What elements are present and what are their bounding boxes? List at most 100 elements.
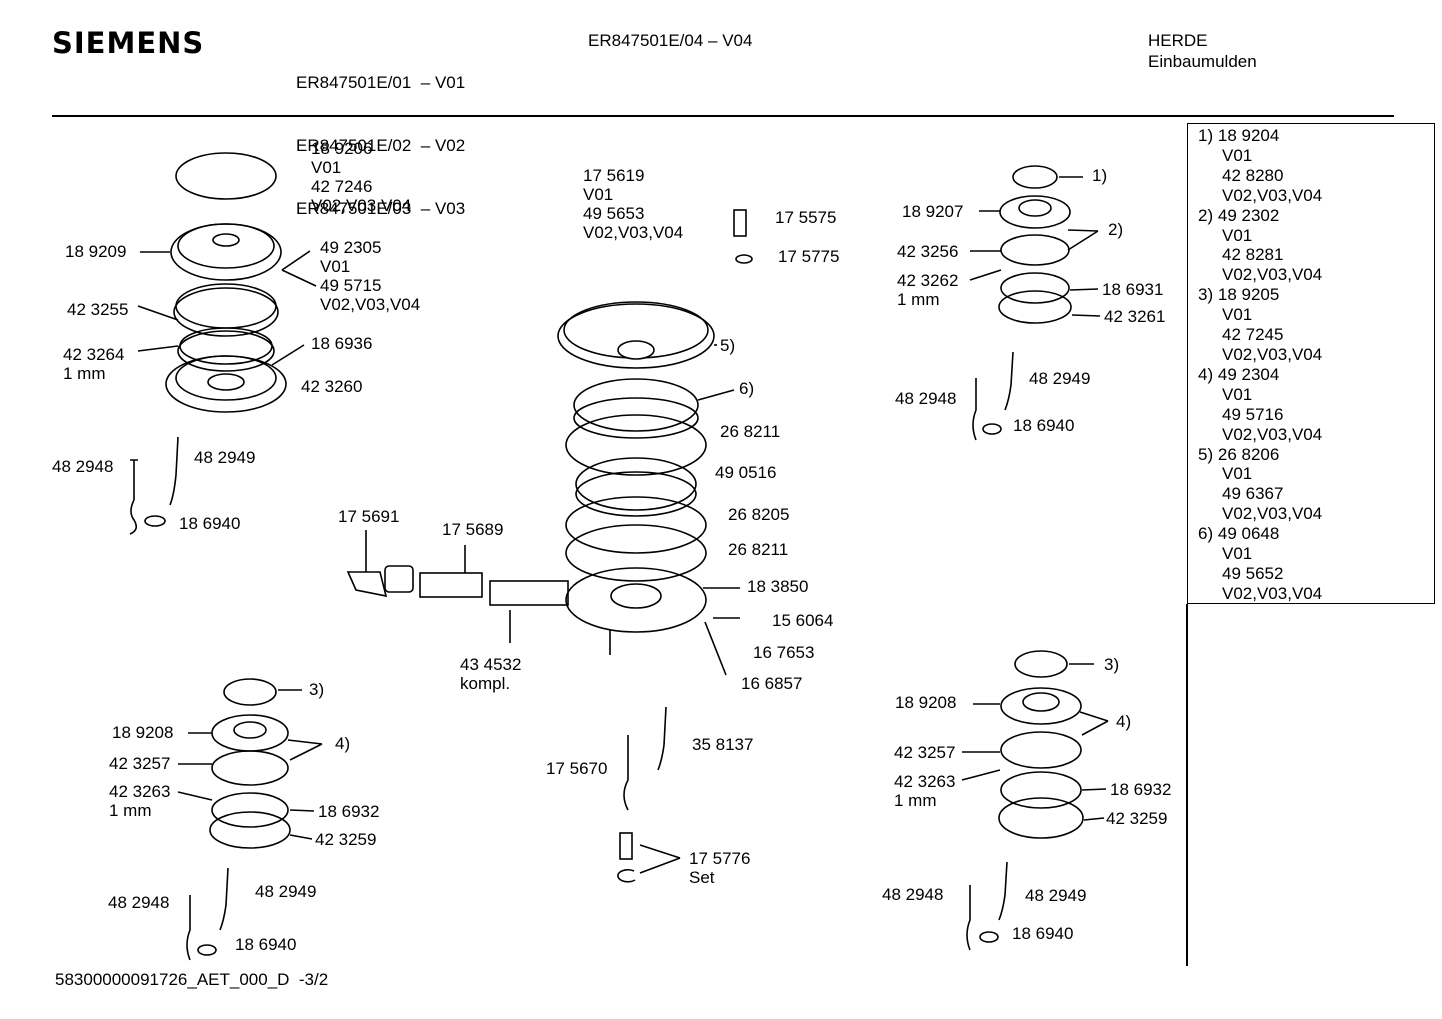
callout-label: 18 6932 bbox=[1110, 780, 1172, 799]
callout-label: 48 2949 bbox=[1029, 369, 1091, 388]
callout-label: 48 2949 bbox=[194, 448, 256, 467]
burner-top-right bbox=[969, 165, 1101, 441]
thermocouple-icon bbox=[129, 459, 138, 535]
callout-label: 18 6940 bbox=[235, 935, 297, 954]
callout-label: 26 8211 bbox=[728, 540, 789, 559]
legend-text: 18 9204 bbox=[1217, 126, 1280, 145]
circlip-icon bbox=[617, 868, 636, 883]
callout-label: 17 5670 bbox=[546, 759, 608, 778]
injector-tube-icon bbox=[419, 572, 483, 598]
callout-label: 17 5619 V01 49 5653 V02,V03,V04 bbox=[583, 166, 684, 242]
spark-electrode-icon bbox=[219, 867, 229, 931]
callout-label: 4) bbox=[1116, 712, 1132, 731]
callout-label: 43 4532 kompl. bbox=[460, 655, 522, 693]
model-line: ER847501E/01 – V01 bbox=[296, 72, 465, 93]
legend-line: 6) 49 0648 bbox=[1198, 524, 1322, 544]
thermocouple-icon bbox=[966, 885, 971, 951]
legend-number: 3) bbox=[1198, 285, 1214, 305]
callout-label: 1) bbox=[1092, 166, 1108, 185]
model-code: ER847501E/02 bbox=[296, 136, 412, 155]
callout-label: 18 9208 bbox=[895, 693, 957, 712]
model-version: – V01 bbox=[420, 73, 466, 92]
screw-icon bbox=[733, 209, 747, 237]
callout-label: 18 6932 bbox=[318, 802, 380, 821]
sealing-ring-icon bbox=[173, 287, 279, 337]
washer-icon bbox=[197, 944, 217, 956]
callout-label: 42 3261 bbox=[1104, 307, 1166, 326]
model-col2: ER847501E/04 – V04 bbox=[588, 31, 753, 50]
callout-label: 5) bbox=[720, 336, 736, 355]
callout-label: 42 3256 bbox=[897, 242, 959, 261]
legend-line: 3) 18 9205 bbox=[1198, 285, 1322, 305]
callout-label: 18 6931 bbox=[1102, 280, 1164, 299]
callout-label: 18 6936 bbox=[311, 334, 373, 353]
sealing-ring-icon bbox=[211, 792, 289, 828]
callout-label: 17 5775 bbox=[778, 247, 840, 266]
legend-line: 42 8280 bbox=[1222, 165, 1284, 185]
legend-number: 1) bbox=[1198, 126, 1214, 145]
callout-label: 18 6940 bbox=[1013, 416, 1075, 435]
legend-line: V01 bbox=[1222, 305, 1253, 325]
burner-center bbox=[346, 209, 753, 883]
cap-icon bbox=[557, 303, 715, 369]
model-code: ER847501E/03 bbox=[296, 199, 412, 218]
legend-line: V01 bbox=[1222, 464, 1253, 484]
legend-line: V02,V03,V04 bbox=[1222, 265, 1323, 285]
gas-pipe-icon bbox=[489, 580, 569, 606]
subcategory: Einbaumulden bbox=[1148, 52, 1257, 71]
legend-line: V02,V03,V04 bbox=[1222, 583, 1323, 603]
model-code: ER847501E/01 bbox=[296, 73, 412, 92]
legend-divider bbox=[1186, 604, 1188, 966]
burner-cap-icon bbox=[1012, 165, 1058, 189]
spark-electrode-icon bbox=[998, 861, 1008, 921]
callout-label: 48 2948 bbox=[108, 893, 170, 912]
sealing-ring-icon bbox=[1000, 272, 1070, 304]
burner-base-icon bbox=[209, 811, 291, 849]
legend-line: V01 bbox=[1222, 225, 1253, 245]
callout-label: 26 8205 bbox=[728, 505, 790, 524]
sealing-ring-icon bbox=[211, 750, 289, 786]
callout-label: 4) bbox=[335, 734, 351, 753]
legend-text: 26 8206 bbox=[1217, 444, 1280, 464]
washer-icon bbox=[982, 423, 1002, 435]
burner-cap-icon bbox=[223, 678, 277, 706]
page-number: -3/2 bbox=[298, 970, 329, 989]
callout-label: 35 8137 bbox=[692, 735, 754, 754]
legend-text: 49 2302 bbox=[1217, 205, 1280, 225]
burner-top-left bbox=[129, 152, 317, 535]
model-line: ER847501E/02 – V02 bbox=[296, 135, 465, 156]
callout-label: 26 8211 bbox=[720, 422, 781, 441]
legend-line: V02,V03,V04 bbox=[1222, 504, 1323, 524]
callout-label: 2) bbox=[1108, 220, 1124, 239]
legend-line: V01 bbox=[1222, 544, 1253, 564]
model-version: – V03 bbox=[420, 199, 466, 218]
legend-line: 4) 49 2304 bbox=[1198, 365, 1322, 385]
callout-label: 17 5776 Set bbox=[689, 849, 751, 887]
callout-label: 42 3255 bbox=[67, 300, 129, 319]
spark-electrode-icon bbox=[169, 436, 179, 506]
sealing-ring-icon bbox=[1000, 771, 1082, 809]
callout-label: 48 2948 bbox=[882, 885, 944, 904]
legend-number: 6) bbox=[1198, 524, 1214, 544]
legend-line: 2) 49 2302 bbox=[1198, 206, 1322, 226]
legend-line: 5) 26 8206 bbox=[1198, 445, 1322, 465]
burner-body-icon bbox=[565, 567, 707, 633]
sealing-ring-icon bbox=[565, 524, 707, 582]
callout-label: 48 2949 bbox=[255, 882, 317, 901]
callout-label: 15 6064 bbox=[772, 611, 834, 630]
callout-label: 17 5691 bbox=[338, 507, 400, 526]
washer-icon bbox=[735, 254, 753, 264]
callout-label: 16 7653 bbox=[753, 643, 815, 662]
callout-label: 48 2948 bbox=[52, 457, 114, 476]
legend-line: 49 5716 bbox=[1222, 404, 1284, 424]
callout-label: 17 5689 bbox=[442, 520, 504, 539]
legend-line: V02,V03,V04 bbox=[1222, 344, 1323, 364]
burner-bottom-left bbox=[177, 678, 323, 961]
callout-label: 6) bbox=[739, 379, 755, 398]
legend-line: 42 8281 bbox=[1222, 245, 1284, 265]
burner-head-icon bbox=[211, 714, 289, 752]
doc-id: 58300000091726_AET_000_D bbox=[55, 970, 290, 989]
callout-label: 42 3259 bbox=[1106, 809, 1168, 828]
siemens-logo: SIEMENS bbox=[52, 26, 205, 60]
